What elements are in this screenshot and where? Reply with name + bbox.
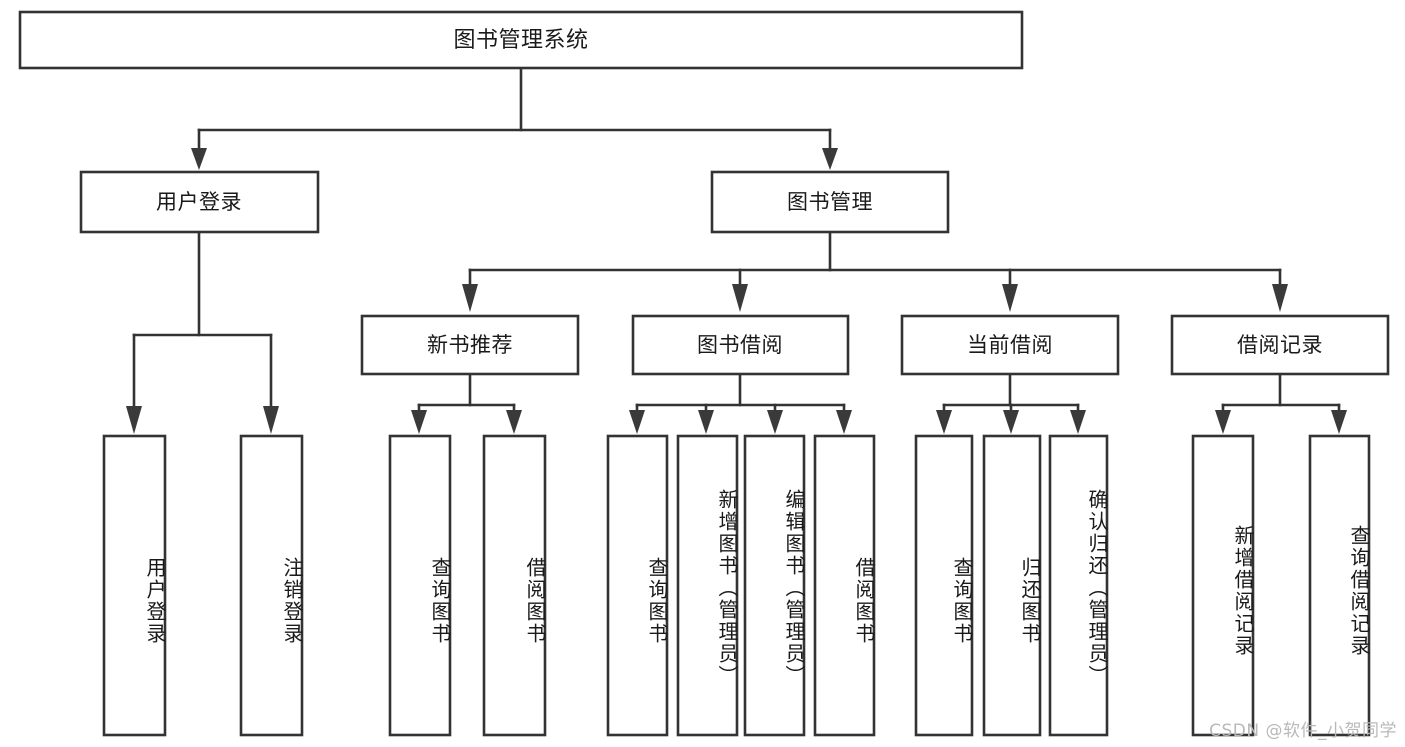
- arrow-icon: [191, 148, 207, 170]
- leaf-boxes-user-login[interactable]: [102, 434, 304, 737]
- leaf-box-borrow-record-0: [1191, 434, 1255, 737]
- leaf-box-book-borrow-0: [606, 434, 669, 737]
- connector-root-to-level1: [191, 66, 838, 170]
- arrow-icon: [411, 410, 427, 434]
- leaf-boxes-book-borrow[interactable]: [606, 434, 876, 737]
- arrow-icon: [1003, 410, 1019, 434]
- arrow-icon: [732, 284, 748, 312]
- leaf-box-new-book-1: [482, 434, 547, 737]
- arrow-icon: [822, 148, 838, 170]
- leaf-box-book-borrow-3: [813, 434, 876, 737]
- arrow-icon: [767, 410, 783, 434]
- node-new-book-recommend-label: 新书推荐: [427, 333, 513, 357]
- arrow-icon: [1331, 410, 1347, 434]
- arrow-icon: [462, 284, 478, 312]
- connector-current-borrow-to-leaves: [936, 372, 1086, 434]
- node-book-borrow[interactable]: 图书借阅: [631, 314, 850, 376]
- connector-borrow-record-to-leaves: [1215, 372, 1347, 434]
- connector-user-login-to-leaves: [126, 230, 279, 434]
- node-book-management[interactable]: 图书管理: [710, 170, 950, 234]
- leaf-box-user-login-1: [239, 434, 304, 737]
- node-root-system[interactable]: 图书管理系统: [18, 10, 1024, 70]
- node-current-borrow[interactable]: 当前借阅: [900, 314, 1120, 376]
- arrow-icon: [698, 410, 714, 434]
- node-borrow-record-label: 借阅记录: [1237, 333, 1323, 357]
- arrow-icon: [629, 410, 645, 434]
- leaf-box-user-login-0: [102, 434, 167, 737]
- leaf-box-borrow-record-1: [1308, 434, 1371, 737]
- node-current-borrow-label: 当前借阅: [967, 333, 1053, 357]
- leaf-box-current-borrow-0: [914, 434, 974, 737]
- node-book-borrow-label: 图书借阅: [697, 333, 783, 357]
- connector-book-borrow-to-leaves: [629, 372, 852, 434]
- node-borrow-record[interactable]: 借阅记录: [1170, 314, 1390, 376]
- leaf-box-current-borrow-1: [982, 434, 1042, 737]
- node-root-label: 图书管理系统: [453, 28, 588, 53]
- arrow-icon: [1070, 410, 1086, 434]
- arrow-icon: [836, 410, 852, 434]
- leaf-box-current-borrow-2: [1048, 434, 1109, 737]
- leaf-boxes-borrow-record[interactable]: [1191, 434, 1371, 737]
- node-user-login-label: 用户登录: [156, 190, 242, 214]
- arrow-icon: [126, 406, 142, 434]
- connector-new-book-to-leaves: [411, 372, 522, 434]
- connector-book-mgmt-to-level2: [462, 230, 1288, 312]
- arrow-icon: [506, 410, 522, 434]
- arrow-icon: [1002, 284, 1018, 312]
- arrow-icon: [936, 410, 952, 434]
- leaf-boxes-new-book[interactable]: [388, 434, 547, 737]
- arrow-icon: [263, 406, 279, 434]
- leaf-boxes-current-borrow[interactable]: [914, 434, 1109, 737]
- leaf-box-new-book-0: [388, 434, 452, 737]
- node-new-book-recommend[interactable]: 新书推荐: [360, 314, 580, 376]
- node-book-management-label: 图书管理: [787, 190, 873, 214]
- csdn-watermark: CSDN @软件_小贺同学: [1209, 721, 1397, 741]
- arrow-icon: [1272, 284, 1288, 312]
- node-user-login[interactable]: 用户登录: [79, 170, 320, 234]
- leaf-box-book-borrow-2: [743, 434, 806, 737]
- arrow-icon: [1215, 410, 1231, 434]
- leaf-box-book-borrow-1: [676, 434, 739, 737]
